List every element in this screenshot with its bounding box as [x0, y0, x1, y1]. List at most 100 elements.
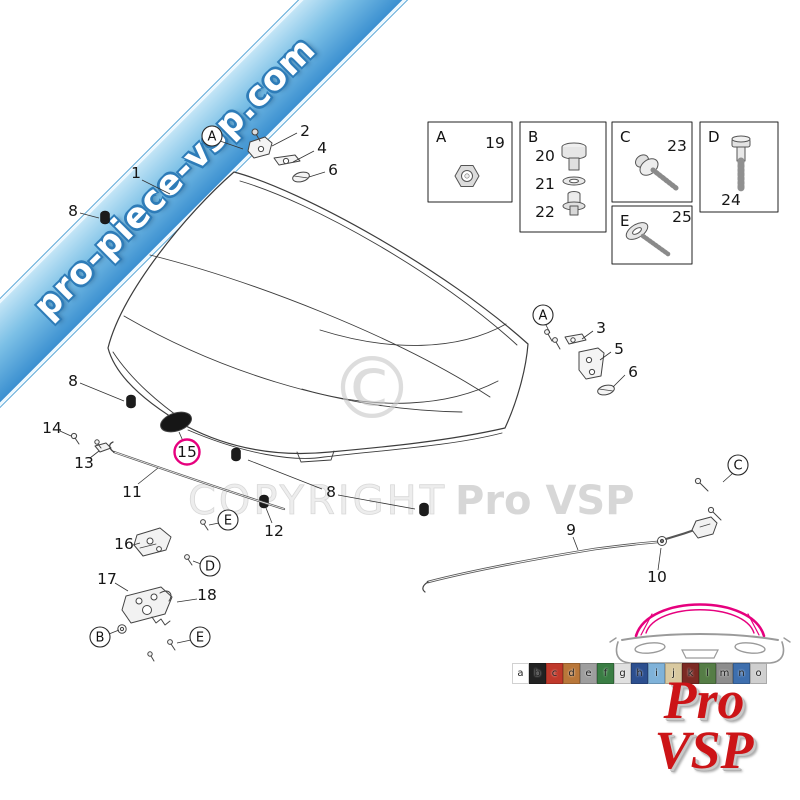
part-label-11[interactable]: 11: [122, 483, 142, 501]
hood-drawing: [107, 171, 529, 463]
part-label-8[interactable]: 8: [68, 202, 78, 220]
inset-part-number[interactable]: 20: [535, 147, 555, 165]
washer-hole: [569, 178, 579, 184]
callout-ring: [217, 509, 239, 531]
color-swatch[interactable]: b: [529, 663, 546, 684]
screw-shaft: [555, 341, 561, 350]
inset-part-number[interactable]: 25: [672, 208, 692, 226]
bracket-hole: [570, 337, 576, 343]
letter-callout-A[interactable]: A: [532, 304, 554, 326]
car-headlight-right: [734, 642, 766, 654]
part-label-2[interactable]: 2: [300, 122, 310, 140]
part-label-6[interactable]: 6: [328, 161, 338, 179]
part-label-16[interactable]: 16: [114, 535, 134, 553]
color-palette-strip: a b c d e f g h i j k l m n o: [512, 663, 767, 684]
bracket-hole: [585, 356, 593, 364]
color-swatch[interactable]: g: [614, 663, 631, 684]
part-label-14[interactable]: 14: [42, 419, 62, 437]
part-label-1[interactable]: 1: [131, 164, 141, 182]
part-label-8[interactable]: 8: [326, 483, 336, 501]
callout-ring: [189, 626, 211, 648]
inset-part-number[interactable]: 21: [535, 175, 555, 193]
part-label-6[interactable]: 6: [628, 363, 638, 381]
inset-part-number[interactable]: 24: [721, 191, 741, 209]
copyright-brand: Pro VSP: [455, 478, 635, 524]
color-swatch[interactable]: a: [512, 663, 529, 684]
screw-shaft: [74, 437, 80, 445]
callout-ring: [89, 626, 111, 648]
swatch-letter: b: [534, 668, 541, 679]
letter-callout-B[interactable]: B: [89, 626, 111, 648]
prop-rod-hook: [109, 441, 115, 453]
screw-head: [94, 439, 100, 445]
car-roof-outline: [634, 603, 766, 638]
letter-callout-D[interactable]: D: [199, 555, 221, 577]
clipnut-stem: [569, 205, 579, 216]
copyright-watermark: © COPYRIGHT Pro VSP: [188, 339, 635, 524]
swatch-letter: d: [568, 668, 575, 679]
part-label-18[interactable]: 18: [197, 586, 217, 604]
callout-letter: E: [224, 514, 232, 529]
color-swatch[interactable]: k: [682, 663, 699, 684]
inset-box-C: C 23: [611, 121, 693, 203]
part-label-17[interactable]: 17: [97, 570, 117, 588]
color-swatch[interactable]: i: [648, 663, 665, 684]
color-swatch[interactable]: l: [699, 663, 716, 684]
callout-ring: [199, 555, 221, 577]
color-swatch[interactable]: e: [580, 663, 597, 684]
letter-callout-E[interactable]: E: [217, 509, 239, 531]
inset-part-number[interactable]: 23: [667, 137, 687, 155]
color-swatch[interactable]: f: [597, 663, 614, 684]
color-swatch[interactable]: o: [750, 663, 767, 684]
color-swatch[interactable]: m: [716, 663, 733, 684]
part-label-3[interactable]: 3: [596, 319, 606, 337]
part-label-10[interactable]: 10: [647, 568, 667, 586]
swatch-letter: n: [738, 668, 745, 679]
color-swatch[interactable]: c: [546, 663, 563, 684]
hood-crease-upper: [149, 254, 491, 398]
color-swatch[interactable]: j: [665, 663, 682, 684]
part-label-8[interactable]: 8: [68, 372, 78, 390]
cable-fitting-pin: [659, 538, 665, 544]
clip-slot: [598, 388, 614, 392]
hinge-fold-line: [139, 543, 157, 549]
latch-center-hole: [142, 605, 152, 615]
bracket-part-5: [578, 347, 605, 380]
part-label-12[interactable]: 12: [264, 522, 284, 540]
inset-frame: [427, 121, 513, 203]
screw-head: [70, 432, 78, 440]
grommet: [231, 447, 241, 462]
part-label-5[interactable]: 5: [614, 340, 624, 358]
letter-callout-A[interactable]: A: [201, 125, 223, 147]
color-swatch[interactable]: h: [631, 663, 648, 684]
callout-letter: B: [96, 631, 105, 646]
letter-callout-C[interactable]: C: [727, 454, 749, 476]
screw-head-hole: [632, 227, 642, 235]
part-label-13[interactable]: 13: [74, 454, 94, 472]
latch-hole: [150, 593, 158, 601]
swatch-letter: c: [551, 668, 558, 679]
bracket-hole: [257, 145, 265, 153]
callout-ring: [201, 125, 223, 147]
bolt-shaft: [255, 133, 261, 142]
part-label-4[interactable]: 4: [317, 139, 327, 157]
callout-letter: A: [539, 309, 548, 324]
inset-box-A: A 19: [427, 121, 513, 203]
inset-letter: E: [620, 212, 629, 230]
letter-callout-E[interactable]: E: [189, 626, 211, 648]
grommet: [419, 502, 429, 517]
car-grille: [681, 649, 719, 659]
color-swatch[interactable]: n: [733, 663, 750, 684]
inset-part-number[interactable]: 22: [535, 203, 555, 221]
copyright-symbol: ©: [329, 339, 415, 439]
part-label-9[interactable]: 9: [566, 521, 576, 539]
color-swatch[interactable]: d: [563, 663, 580, 684]
copyright-word: COPYRIGHT: [188, 478, 447, 524]
highlighted-callout-15[interactable]: 15: [173, 438, 201, 466]
swatch-letter: l: [706, 668, 709, 679]
inset-part-number[interactable]: 19: [485, 134, 505, 152]
callout-letter: D: [205, 560, 215, 575]
swatch-letter: k: [687, 668, 694, 679]
hood-front-notch: [296, 450, 335, 463]
